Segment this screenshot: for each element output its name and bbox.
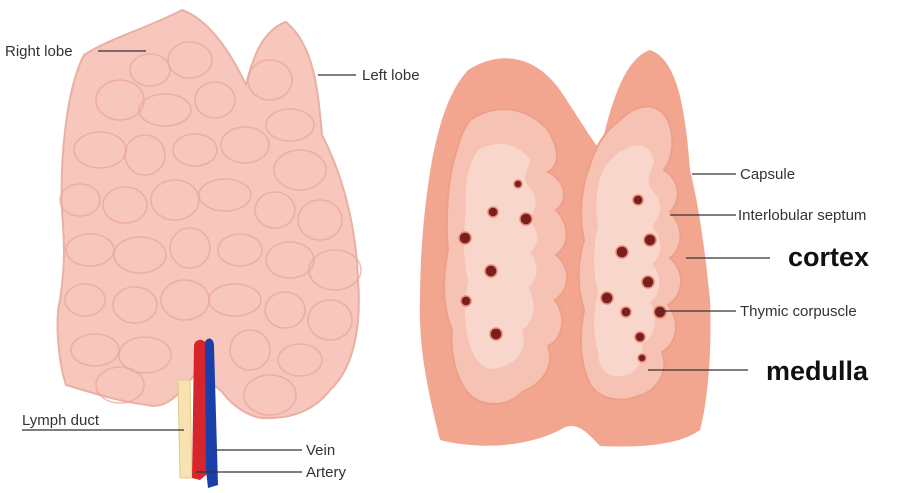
thymic-corpuscle xyxy=(601,292,613,304)
thymic-corpuscle xyxy=(488,207,498,217)
label-thymic-corpuscle: Thymic corpuscle xyxy=(740,303,857,320)
thymic-corpuscle xyxy=(459,232,471,244)
thymic-corpuscle xyxy=(485,265,497,277)
label-lymph-duct: Lymph duct xyxy=(22,412,100,429)
thymic-corpuscle xyxy=(514,180,522,188)
thymic-corpuscle xyxy=(520,213,532,225)
thymic-corpuscle xyxy=(461,296,471,306)
thymic-corpuscle xyxy=(635,332,645,342)
label-artery: Artery xyxy=(306,464,347,481)
lymph-duct-vessel xyxy=(178,380,192,478)
label-left-lobe: Left lobe xyxy=(362,67,420,84)
label-medulla: medulla xyxy=(766,356,869,386)
thymic-corpuscle xyxy=(638,354,646,362)
thymus-cross-section: Capsule Interlobular septum cortex Thymi… xyxy=(420,50,869,447)
label-cortex: cortex xyxy=(788,242,869,272)
thymic-corpuscle xyxy=(490,328,502,340)
label-interlobular-septum: Interlobular septum xyxy=(738,207,866,224)
thymic-corpuscle xyxy=(644,234,656,246)
thymic-corpuscle xyxy=(642,276,654,288)
label-vein: Vein xyxy=(306,442,335,459)
thymic-corpuscle xyxy=(616,246,628,258)
thymic-corpuscle xyxy=(621,307,631,317)
label-right-lobe: Right lobe xyxy=(5,43,73,60)
label-capsule: Capsule xyxy=(740,166,795,183)
thymic-corpuscle xyxy=(633,195,643,205)
thymic-corpuscle xyxy=(654,306,666,318)
thymus-external-view: Right lobe Left lobe Lymph duct Vein Art… xyxy=(5,10,420,488)
